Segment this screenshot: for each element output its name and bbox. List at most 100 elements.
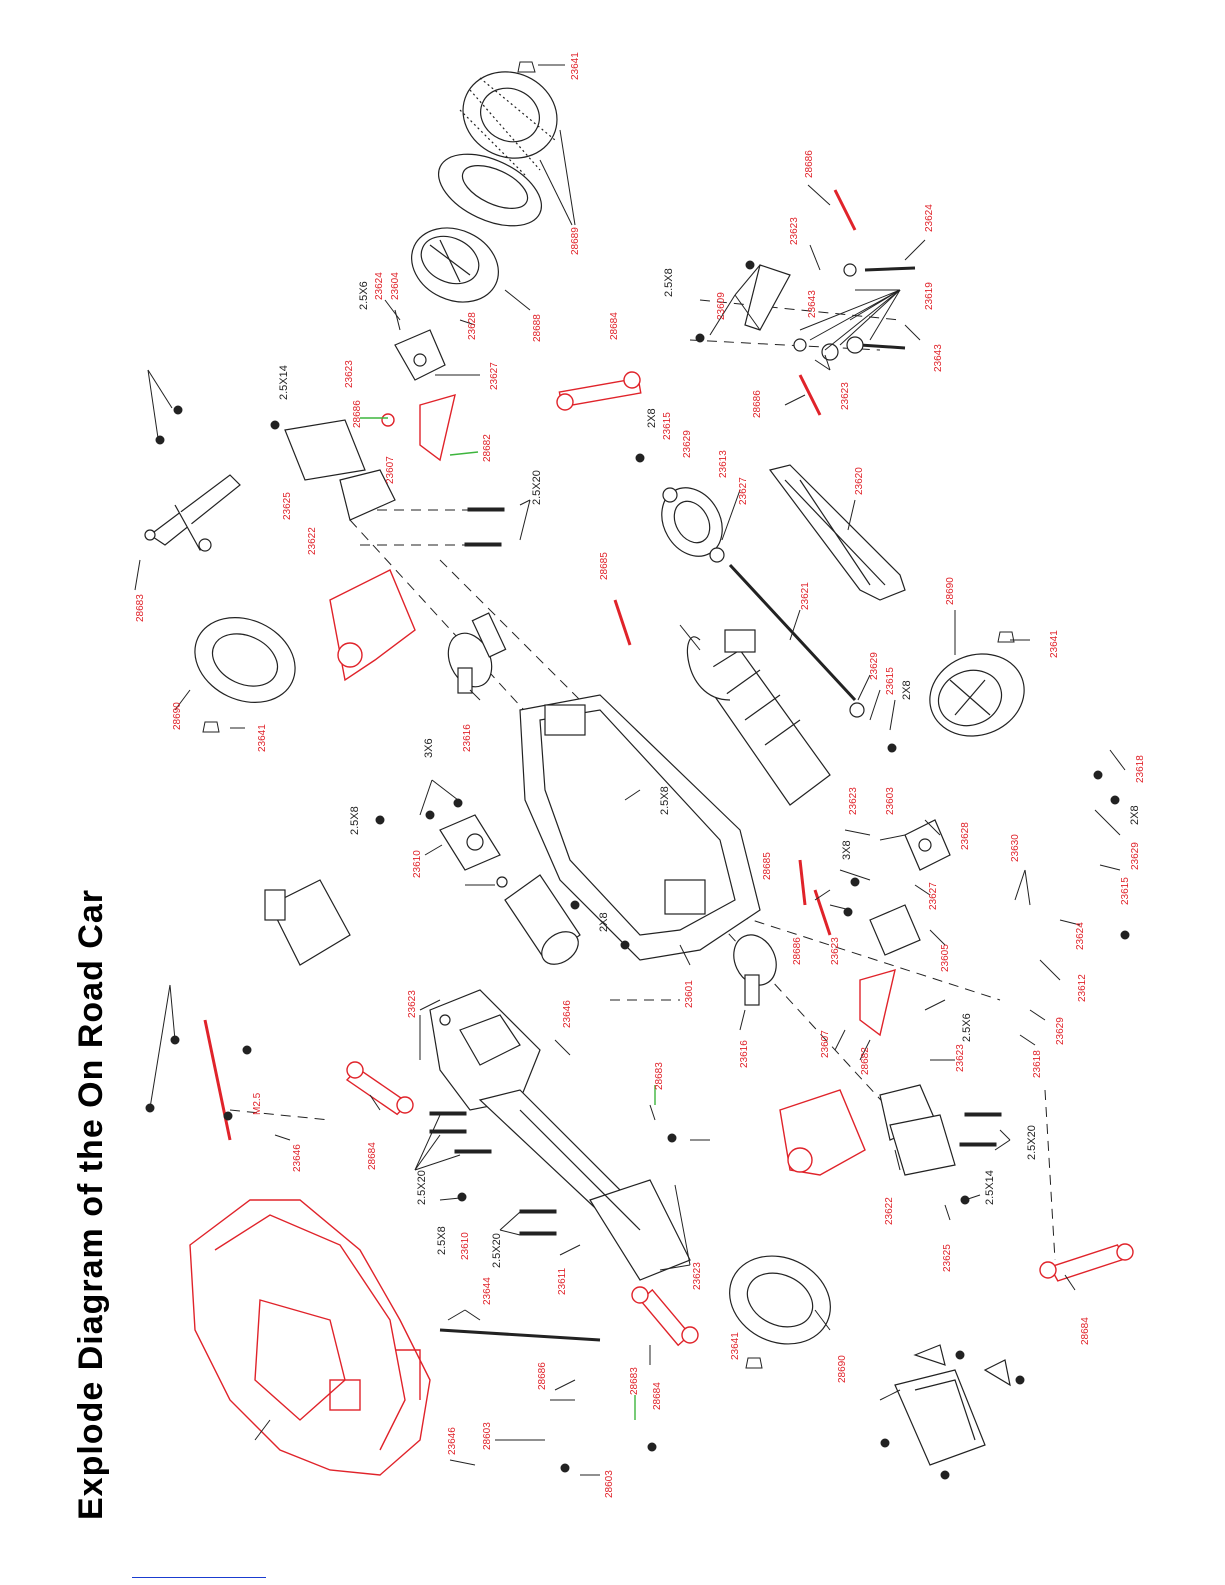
part-label: 28683 bbox=[629, 1367, 640, 1395]
front-right-wheel bbox=[459, 71, 558, 176]
part-label: 2X8 bbox=[901, 680, 913, 700]
part-label: 23618 bbox=[1135, 755, 1146, 783]
part-label: 23610 bbox=[412, 850, 423, 878]
part-label: 23616 bbox=[462, 724, 473, 752]
part-label: 28686 bbox=[537, 1362, 548, 1390]
part-label: 28683 bbox=[135, 594, 146, 622]
part-label: 2.5X20 bbox=[416, 1170, 428, 1205]
battery-hold-down bbox=[768, 464, 906, 601]
part-label: 23627 bbox=[928, 882, 939, 910]
part-label: 23607 bbox=[820, 1030, 831, 1058]
part-label: 2.5X14 bbox=[278, 365, 290, 400]
part-label: 23627 bbox=[738, 477, 749, 505]
assembly-axis bbox=[439, 559, 641, 761]
part-label: 23623 bbox=[692, 1262, 703, 1290]
part-label: 28684 bbox=[1080, 1317, 1091, 1345]
part-label: 23646 bbox=[562, 1000, 573, 1028]
part-label: 23609 bbox=[716, 292, 727, 320]
part-label: 3X6 bbox=[423, 738, 435, 758]
part-label: 28684 bbox=[609, 312, 620, 340]
assembly-axis bbox=[1044, 1089, 1056, 1261]
rear-right-wheel bbox=[929, 653, 1025, 737]
part-label: 23644 bbox=[482, 1277, 493, 1305]
part-label: 2.5X8 bbox=[659, 786, 671, 815]
part-label: 28683 bbox=[654, 1062, 665, 1090]
part-label: 23623 bbox=[789, 217, 800, 245]
part-label: 23627 bbox=[489, 362, 500, 390]
part-label: 28686 bbox=[752, 390, 763, 418]
electric-motor bbox=[496, 874, 581, 965]
part-label: 28690 bbox=[945, 577, 956, 605]
part-label: 23619 bbox=[924, 282, 935, 310]
part-label: 23623 bbox=[840, 382, 851, 410]
part-label: 2.5X20 bbox=[1026, 1125, 1038, 1160]
part-label: 23613 bbox=[718, 450, 729, 478]
part-label: 2.5X8 bbox=[663, 268, 675, 297]
part-label: 28686 bbox=[792, 937, 803, 965]
front-gearbox-assembly bbox=[429, 989, 541, 1111]
part-label: 23629 bbox=[1055, 1017, 1066, 1045]
part-label: 28690 bbox=[172, 702, 183, 730]
part-label: 3X8 bbox=[841, 840, 853, 860]
hub-assembly-icon bbox=[329, 569, 866, 1176]
part-label: 2X8 bbox=[598, 912, 610, 932]
part-label: 23621 bbox=[800, 582, 811, 610]
part-label: 23624 bbox=[924, 204, 935, 232]
part-label: 23622 bbox=[307, 527, 318, 555]
part-label: 23646 bbox=[447, 1427, 458, 1455]
part-label: 23628 bbox=[960, 822, 971, 850]
part-label: 23605 bbox=[940, 944, 951, 972]
rear-differential bbox=[733, 934, 777, 1006]
leader-line bbox=[134, 64, 1126, 1476]
part-label: M2.5 bbox=[252, 1092, 263, 1115]
page-title: Explode Diagram of the On Road Car bbox=[72, 889, 110, 1520]
tire-insert-foam bbox=[437, 153, 543, 227]
suspension-arm-icon bbox=[381, 394, 896, 1037]
part-label: 23625 bbox=[282, 492, 293, 520]
rear-shock-tower bbox=[144, 474, 241, 552]
part-label: 28682 bbox=[860, 1047, 871, 1075]
part-label: 23641 bbox=[730, 1332, 741, 1360]
part-label: 2.5X6 bbox=[961, 1013, 973, 1042]
part-label: 28684 bbox=[367, 1142, 378, 1170]
part-label: 23625 bbox=[942, 1244, 953, 1272]
part-label: 2.5X20 bbox=[491, 1233, 503, 1268]
center-drive-shaft-front bbox=[439, 1328, 601, 1342]
shock-absorber-icon bbox=[631, 1286, 699, 1347]
part-label: 23623 bbox=[407, 990, 418, 1018]
part-label: 23610 bbox=[460, 1232, 471, 1260]
part-label: 23641 bbox=[257, 724, 268, 752]
shock-absorber-icon bbox=[556, 371, 642, 411]
part-label: 28689 bbox=[570, 227, 581, 255]
part-label: 23618 bbox=[1032, 1050, 1043, 1078]
shock-absorber-icon bbox=[1039, 1243, 1134, 1282]
part-label: 28690 bbox=[837, 1355, 848, 1383]
part-label: 23604 bbox=[390, 272, 401, 300]
part-label: 23624 bbox=[374, 272, 385, 300]
part-label: 28685 bbox=[599, 552, 610, 580]
part-label: 2X8 bbox=[646, 408, 658, 428]
part-label: 23641 bbox=[1049, 630, 1060, 658]
steering-servo bbox=[894, 1344, 1011, 1466]
part-label: 23623 bbox=[344, 360, 355, 388]
wheel-rim bbox=[411, 227, 499, 303]
part-label: 23620 bbox=[854, 467, 865, 495]
part-label: 2X8 bbox=[1129, 805, 1141, 825]
front-left-wheel bbox=[729, 1255, 831, 1345]
rear-hub-carrier bbox=[394, 329, 951, 956]
part-label: 23615 bbox=[1120, 877, 1131, 905]
part-label: 2.5X20 bbox=[531, 470, 543, 505]
part-label: 23603 bbox=[885, 787, 896, 815]
part-label: 23623 bbox=[830, 937, 841, 965]
part-label: 28603 bbox=[604, 1470, 615, 1498]
speed-controller bbox=[264, 879, 351, 966]
shock-absorber-icon bbox=[345, 1061, 414, 1116]
part-label: 23623 bbox=[848, 787, 859, 815]
green-leader bbox=[360, 417, 656, 1420]
turnbuckle-link-icon bbox=[203, 189, 857, 1141]
part-label: 2.5X14 bbox=[984, 1170, 996, 1205]
part-label: 23601 bbox=[684, 980, 695, 1008]
spur-gear bbox=[661, 487, 865, 718]
